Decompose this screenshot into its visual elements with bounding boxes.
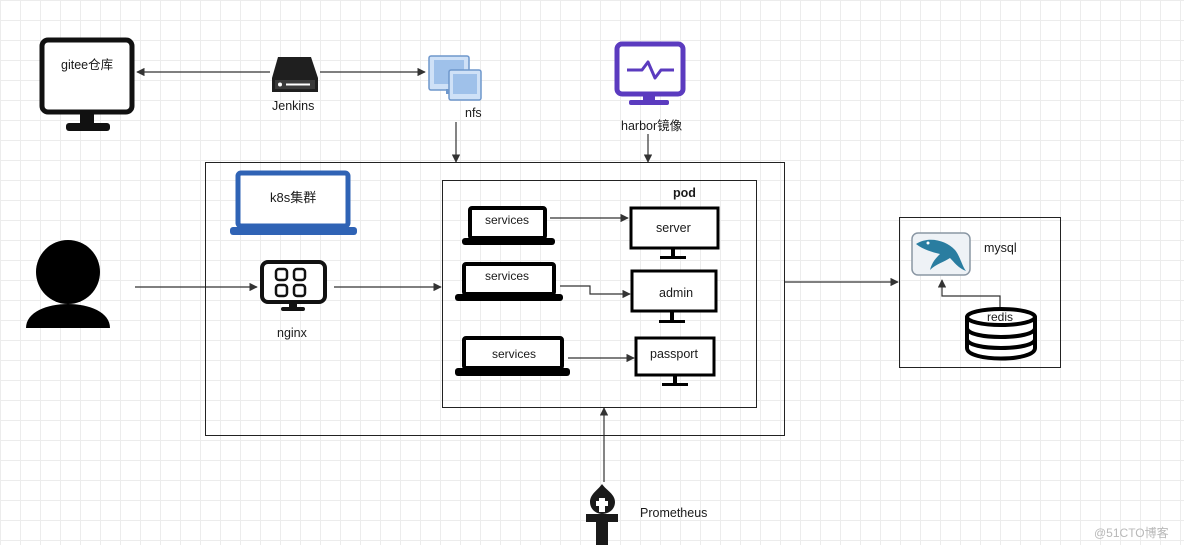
- user-icon: [26, 240, 110, 328]
- pod-label: pod: [673, 186, 696, 200]
- server-label: server: [656, 221, 691, 235]
- services-label-2: services: [485, 269, 530, 283]
- redis-label: redis: [987, 310, 1014, 324]
- nfs-label: nfs: [465, 106, 482, 120]
- laptop-icon: [462, 206, 555, 245]
- gitee-label: gitee仓库: [61, 58, 114, 72]
- database-icon: [965, 307, 1037, 361]
- laptop-icon: [455, 336, 570, 376]
- passport-label: passport: [650, 347, 698, 361]
- services-label-3: services: [492, 347, 537, 361]
- services-label-1: services: [485, 213, 530, 227]
- nginx-monitor-icon: [260, 260, 327, 311]
- nginx-label: nginx: [277, 326, 307, 340]
- arrow-services2-to-admin: [560, 285, 631, 299]
- admin-label: admin: [659, 286, 694, 300]
- monitor-icon: [634, 336, 716, 386]
- connectors: [135, 67, 1001, 482]
- pod-box: [442, 180, 757, 408]
- mysql-icon: [911, 232, 971, 276]
- mysql-label: mysql: [984, 241, 1017, 255]
- laptop-icon: [230, 170, 357, 235]
- computers-icon: [428, 55, 482, 101]
- k8s-label: k8s集群: [270, 190, 317, 205]
- laptop-icon: [455, 262, 563, 301]
- monitor-icon: [39, 37, 135, 131]
- prometheus-label: Prometheus: [640, 506, 708, 520]
- harbor-label: harbor镜像: [621, 119, 683, 133]
- server-drive-icon: [272, 57, 318, 92]
- jenkins-label: Jenkins: [272, 99, 315, 113]
- monitor-icon: [630, 269, 718, 323]
- watermark: @51CTO博客: [1094, 526, 1169, 540]
- arrow-redis-to-mysql: [937, 279, 1001, 312]
- prometheus-icon: [586, 484, 618, 545]
- k8s-cluster-box: [205, 162, 785, 436]
- database-box: [899, 217, 1061, 368]
- harbor-monitor-icon: [614, 41, 686, 105]
- monitor-icon: [629, 206, 720, 259]
